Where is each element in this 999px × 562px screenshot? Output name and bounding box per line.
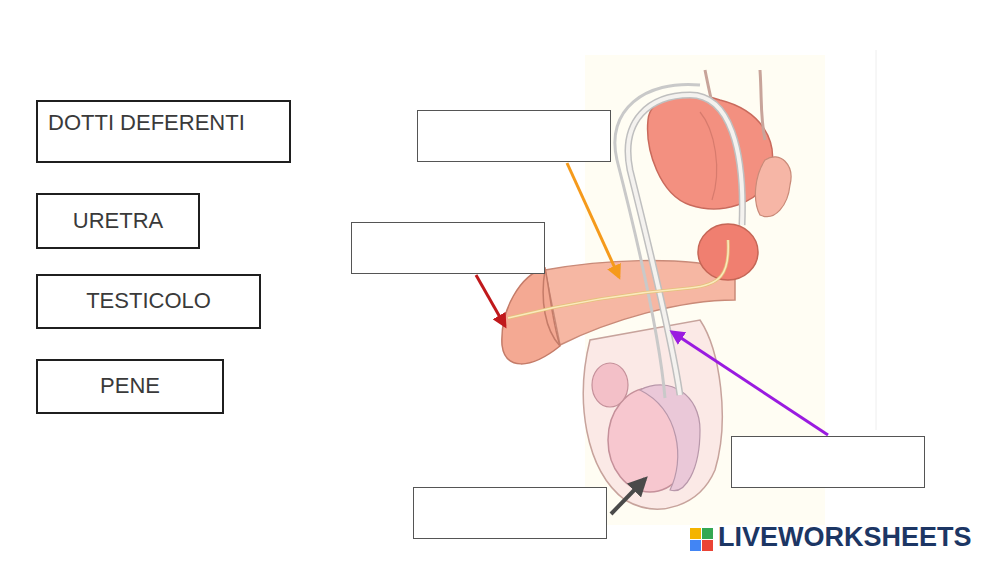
- answer-box: [732, 437, 925, 488]
- epididymis: [640, 385, 700, 491]
- logo-square: [690, 540, 701, 551]
- label-box: PENE: [36, 359, 224, 414]
- ureter: [760, 70, 765, 140]
- testicle-far: [592, 363, 628, 407]
- bladder-fold: [700, 112, 717, 200]
- scan-line: [876, 50, 877, 430]
- bladder: [648, 95, 773, 209]
- label-box: TESTICOLO: [36, 274, 261, 329]
- answer-word: PENE: [100, 374, 160, 398]
- label-box: DOTTI DEFERENTI: [36, 100, 291, 163]
- logo-square: [702, 540, 713, 551]
- answer-word: URETRA: [73, 209, 163, 233]
- logo-square: [702, 528, 713, 539]
- answer-box: [352, 223, 545, 274]
- scrotum: [583, 320, 722, 509]
- answer-word: TESTICOLO: [86, 289, 211, 313]
- vas-deferens-outline: [628, 95, 742, 395]
- seminal-vesicle: [755, 157, 791, 217]
- vas-deferens: [628, 95, 742, 395]
- pointer-arrow: [476, 275, 505, 326]
- answer-word: DOTTI DEFERENTI: [48, 111, 245, 135]
- label-box: URETRA: [36, 193, 200, 249]
- pointer-arrow: [567, 163, 619, 277]
- pointer-arrow: [611, 479, 645, 514]
- answer-box: [414, 488, 607, 539]
- vas-deferens-far: [615, 84, 700, 398]
- answer-box: [418, 111, 611, 162]
- watermark: LIVEWORKSHEETS: [718, 522, 972, 553]
- pointer-arrow: [672, 332, 828, 435]
- logo-square: [690, 528, 701, 539]
